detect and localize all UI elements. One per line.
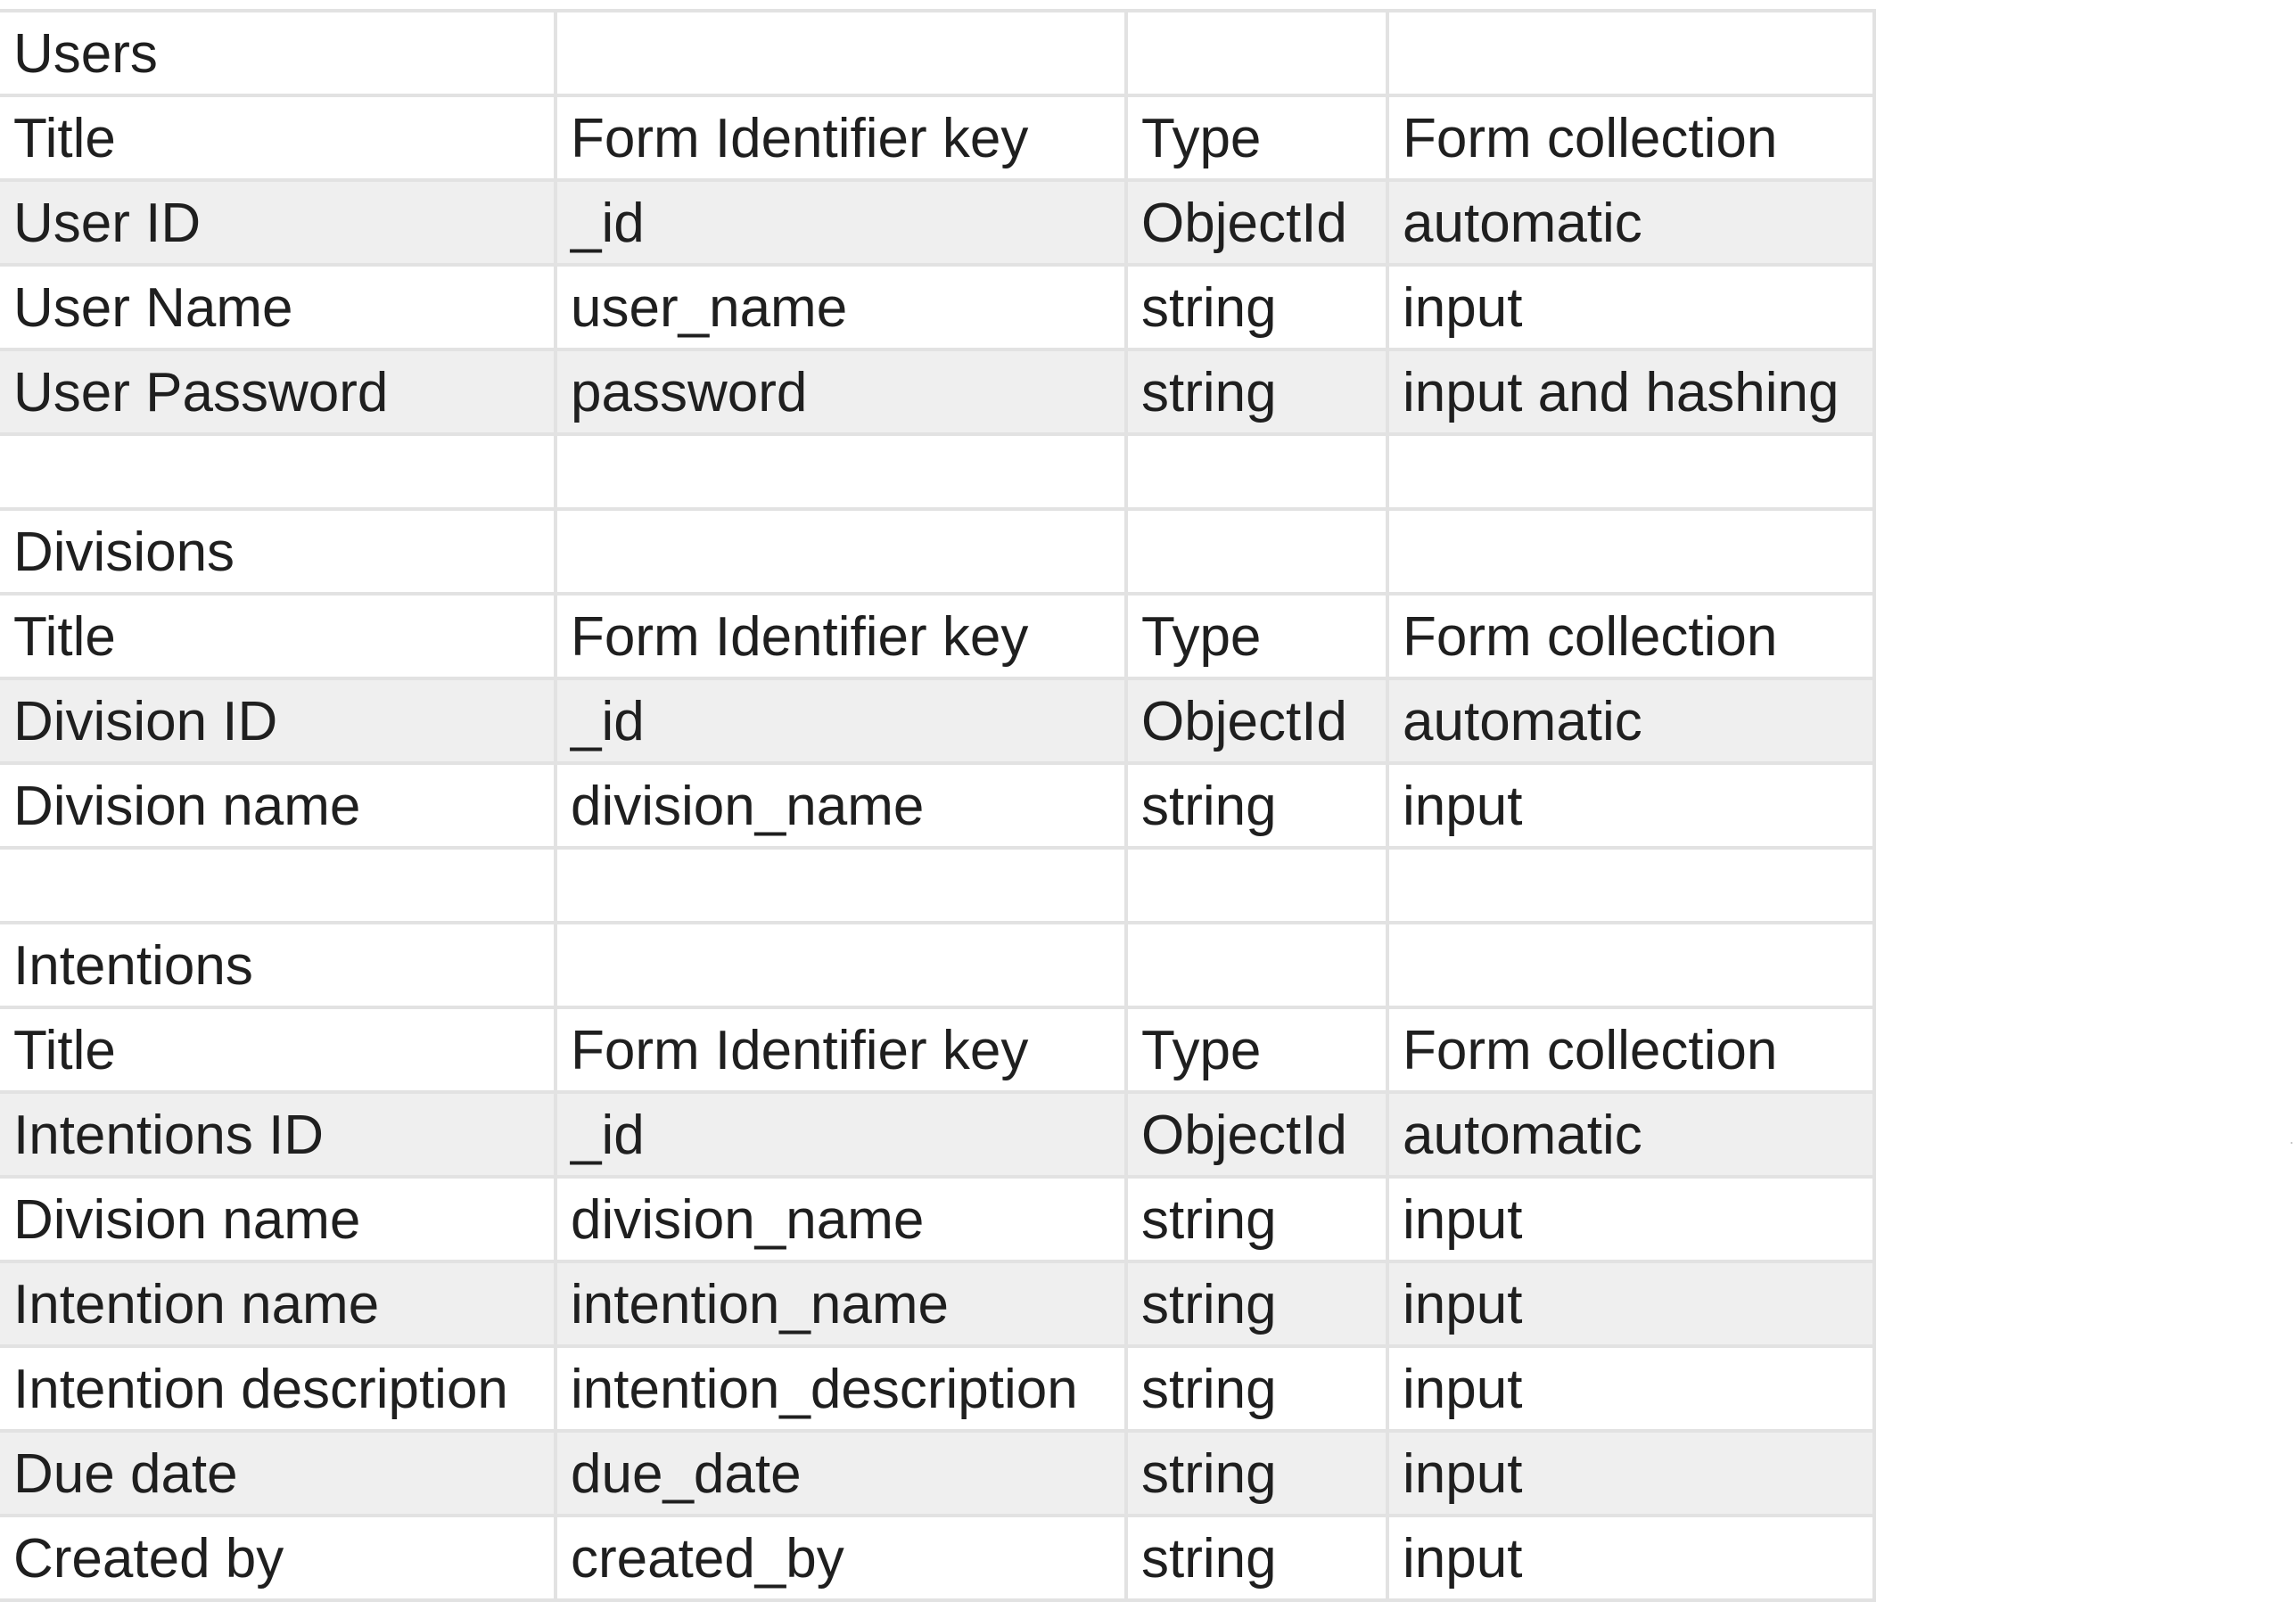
type-cell[interactable]: string [1126, 1177, 1389, 1263]
empty-cell[interactable] [1126, 434, 1389, 511]
collection-cell[interactable]: automatic [1387, 180, 1876, 267]
section-title-users[interactable]: Users [0, 11, 557, 97]
table-row: Intention name intention_name string inp… [0, 1261, 1876, 1348]
section-title-intentions[interactable]: Intentions [0, 923, 557, 1009]
section-title-row: Divisions [0, 509, 1876, 596]
header-title-cell[interactable]: Title [0, 594, 557, 680]
collection-cell[interactable]: input [1387, 1431, 1876, 1517]
type-cell[interactable]: string [1126, 1431, 1389, 1517]
table-row: Intentions ID _id ObjectId automatic [0, 1092, 1876, 1179]
type-cell[interactable]: string [1126, 1516, 1389, 1602]
title-cell[interactable]: Division name [0, 1177, 557, 1263]
collection-cell[interactable]: automatic [1387, 1092, 1876, 1179]
header-type-cell[interactable]: Type [1126, 1007, 1389, 1094]
empty-cell[interactable] [0, 848, 557, 924]
table-row: Created by created_by string input [0, 1516, 1876, 1602]
collection-cell[interactable]: input [1387, 1346, 1876, 1433]
empty-cell[interactable] [1126, 509, 1389, 596]
header-title-cell[interactable]: Title [0, 1007, 557, 1094]
empty-cell[interactable] [1387, 509, 1876, 596]
stray-dot [2291, 1142, 2292, 1144]
table-row: Division name division_name string input [0, 1177, 1876, 1263]
empty-cell[interactable] [1387, 848, 1876, 924]
key-cell[interactable]: intention_name [555, 1261, 1128, 1348]
table-row: Division name division_name string input [0, 763, 1876, 850]
empty-cell[interactable] [1387, 923, 1876, 1009]
header-collection-cell[interactable]: Form collection [1387, 95, 1876, 182]
type-cell[interactable]: string [1126, 1261, 1389, 1348]
key-cell[interactable]: _id [555, 180, 1128, 267]
type-cell[interactable]: string [1126, 265, 1389, 351]
title-cell[interactable]: Division ID [0, 678, 557, 765]
collection-cell[interactable]: input [1387, 763, 1876, 850]
title-cell[interactable]: Due date [0, 1431, 557, 1517]
collection-cell[interactable]: automatic [1387, 678, 1876, 765]
collection-cell[interactable]: input [1387, 1516, 1876, 1602]
table-row: Due date due_date string input [0, 1431, 1876, 1517]
empty-cell[interactable] [555, 848, 1128, 924]
header-collection-cell[interactable]: Form collection [1387, 1007, 1876, 1094]
key-cell[interactable]: password [555, 349, 1128, 436]
header-key-cell[interactable]: Form Identifier key [555, 594, 1128, 680]
type-cell[interactable]: ObjectId [1126, 180, 1389, 267]
empty-cell[interactable] [1387, 434, 1876, 511]
key-cell[interactable]: _id [555, 678, 1128, 765]
title-cell[interactable]: Created by [0, 1516, 557, 1602]
title-cell[interactable]: Division name [0, 763, 557, 850]
empty-cell[interactable] [1126, 11, 1389, 97]
key-cell[interactable]: division_name [555, 1177, 1128, 1263]
table-row: User Password password string input and … [0, 349, 1876, 436]
section-title-divisions[interactable]: Divisions [0, 509, 557, 596]
section-title-row: Intentions [0, 923, 1876, 1009]
empty-cell[interactable] [555, 509, 1128, 596]
header-row: Title Form Identifier key Type Form coll… [0, 594, 1876, 680]
empty-cell[interactable] [555, 923, 1128, 1009]
table-row: Division ID _id ObjectId automatic [0, 678, 1876, 765]
type-cell[interactable]: ObjectId [1126, 1092, 1389, 1179]
section-title-row: Users [0, 11, 1876, 97]
key-cell[interactable]: user_name [555, 265, 1128, 351]
title-cell[interactable]: Intention name [0, 1261, 557, 1348]
title-cell[interactable]: User ID [0, 180, 557, 267]
empty-cell[interactable] [1126, 923, 1389, 1009]
key-cell[interactable]: created_by [555, 1516, 1128, 1602]
title-cell[interactable]: User Name [0, 265, 557, 351]
header-key-cell[interactable]: Form Identifier key [555, 1007, 1128, 1094]
header-row: Title Form Identifier key Type Form coll… [0, 95, 1876, 182]
table-row: User ID _id ObjectId automatic [0, 180, 1876, 267]
title-cell[interactable]: Intention description [0, 1346, 557, 1433]
title-cell[interactable]: User Password [0, 349, 557, 436]
empty-cell[interactable] [555, 434, 1128, 511]
collection-cell[interactable]: input [1387, 1261, 1876, 1348]
collection-cell[interactable]: input [1387, 1177, 1876, 1263]
header-row: Title Form Identifier key Type Form coll… [0, 1007, 1876, 1094]
key-cell[interactable]: due_date [555, 1431, 1128, 1517]
type-cell[interactable]: string [1126, 763, 1389, 850]
empty-cell[interactable] [1387, 11, 1876, 97]
collection-cell[interactable]: input and hashing [1387, 349, 1876, 436]
empty-cell[interactable] [0, 434, 557, 511]
header-type-cell[interactable]: Type [1126, 95, 1389, 182]
schema-spreadsheet: Users Title Form Identifier key Type For… [0, 9, 1876, 1602]
empty-cell[interactable] [1126, 848, 1389, 924]
table-row: User Name user_name string input [0, 265, 1876, 351]
type-cell[interactable]: ObjectId [1126, 678, 1389, 765]
type-cell[interactable]: string [1126, 349, 1389, 436]
title-cell[interactable]: Intentions ID [0, 1092, 557, 1179]
blank-row [0, 434, 1876, 511]
key-cell[interactable]: intention_description [555, 1346, 1128, 1433]
header-collection-cell[interactable]: Form collection [1387, 594, 1876, 680]
type-cell[interactable]: string [1126, 1346, 1389, 1433]
empty-cell[interactable] [555, 11, 1128, 97]
header-title-cell[interactable]: Title [0, 95, 557, 182]
key-cell[interactable]: _id [555, 1092, 1128, 1179]
header-key-cell[interactable]: Form Identifier key [555, 95, 1128, 182]
header-type-cell[interactable]: Type [1126, 594, 1389, 680]
blank-row [0, 848, 1876, 924]
key-cell[interactable]: division_name [555, 763, 1128, 850]
collection-cell[interactable]: input [1387, 265, 1876, 351]
table-row: Intention description intention_descript… [0, 1346, 1876, 1433]
